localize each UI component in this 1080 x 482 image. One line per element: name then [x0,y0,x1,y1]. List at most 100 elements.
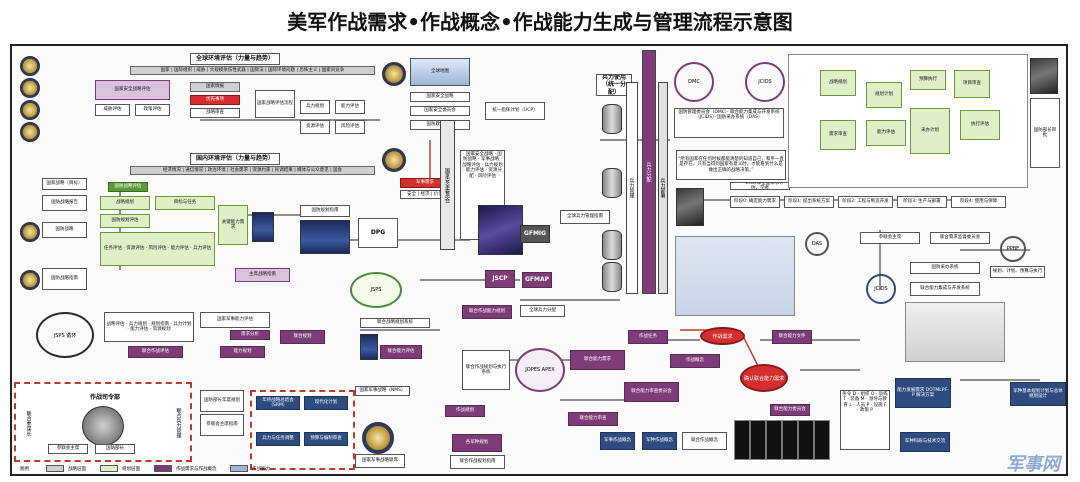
force-item-0: 兵力管理 [626,82,638,294]
legend-title: 图例 [20,467,29,472]
dmc-notes: 国防管理委员会（DMC）· 联合能力集成与开发系统（JCIDS）· 国防采办系统… [674,108,784,138]
phase-1: 阶段1: 提出系统方案 [784,196,834,208]
quote-author: ——1989年全面军事评估，学者 [730,182,790,190]
left-item-1: 国防战略报告 [42,195,87,211]
nms-box: 国家军事战略（NMS） [355,386,410,396]
policy-box: 政策评估 [135,104,170,116]
pentagon-caption: 国家军事战略联席 [355,454,405,468]
jcids-ring-icon: JCIDS [745,62,785,102]
joint-cap-purple: 联合能力审查委员会 [624,382,679,402]
quote-box: “所有国家在任何时候都能清楚的知道自己，和平一直是存在，只有当得到国家有意义时，… [676,150,786,180]
dcr-purple: 联合能力文件 [772,330,812,344]
legend-strategy: 战略层面 [68,467,86,472]
ucp-box: 统一指挥计划（UCP） [485,102,545,120]
ops-planning-box: 联合作战规划与执行系统 [462,350,510,390]
apex-cycle-icon: JOPES APEX [515,348,565,392]
jsps-label: JSPS [370,287,382,293]
jcs-seal-icon [20,100,40,120]
flag-column: 国家安全委员会 [440,120,455,250]
review-box: 战略审查 [190,108,240,118]
secdef-label: 国防部长 [95,444,135,454]
army-seal-icon [20,122,40,142]
domestic-env-row: 经济情况 | 通信情况 | 政治环境 | 社会需求 | 资源约束 | 民调结果 … [130,166,375,175]
force-cylinder-2 [602,168,622,198]
joint-need-purple: 联合能力需求 [570,350,625,370]
film-strip-image [734,420,830,460]
doctrine-box: 军种科研与技术交流 [900,432,950,452]
jscp-box: JSCP [485,270,515,288]
phase-3: 阶段3: 生产与部署 [897,196,947,208]
command-label: 作战司令部 [80,392,130,404]
force-cylinder-3 [602,230,622,260]
ops-notes-box-2: 参联会主席指南 [200,414,244,436]
rt-green-c: 预算执行 [910,70,946,90]
dotmlpf-box: 能力发展需求 DOTMLPF-P 解决方案 [895,378,951,408]
global-env-title: 全球环境评估（力量与趋势） [190,53,280,65]
planning-box: 军种基本规划计划与总体规划设计 [1010,382,1066,406]
nms-purple-box: 联合能力评估 [380,345,422,359]
jopes-apex-label: JOPES APEX [525,367,555,373]
domestic-env-title: 国内环境评估（力量与趋势） [190,153,280,165]
pentagon-image-icon [362,422,394,454]
process-box-a: 国家战略评估流程 [255,90,295,118]
left-green-4: 任务评估 · 资源评估 · 风险评估 · 能力评估 · 兵力评估 [100,232,215,266]
acq-dev-box: 联合能力集成与开发系统 [910,282,980,296]
world-map-image: 全球地图 [410,58,470,86]
legend-swatch-ops [154,465,172,472]
left-item-2: 国防战略 [42,222,87,238]
legend-ops: 作战需求与作战概念 [176,467,217,472]
force-cylinder-4 [602,262,622,292]
ops-need-purple: 作战任务 [628,330,668,344]
force-assess-box: 兵力与任务调整 [256,432,300,446]
intel-box: 国家情报 [190,82,240,92]
force-item-2: 兵力部署 [658,82,668,294]
joint-guide-box: 主席战略指南 [235,268,290,282]
ppbe-ring-icon: PPBE [1000,236,1026,262]
process-box-c: 能力评估 [335,100,365,114]
gfmap-box: GFMAP [522,272,552,288]
acq-table-panel [905,302,1005,362]
dpg-cover-image [300,220,350,254]
joint-council-box: 联合需求监督委员会 [930,232,990,244]
dmc-ring-icon: DMC [674,62,714,102]
ctp-box: 现代化计划 [304,396,348,410]
page-title: 美军作战需求•作战概念•作战能力生成与管理流程示意图 [287,10,793,34]
threat-box: 威胁评估 [95,104,130,116]
jcs-seal-icon-2 [20,270,40,290]
legend-planning: 规划层面 [122,467,140,472]
state-seal-icon [382,62,406,86]
gfm-guide-box: 全球兵力管理指南 [560,210,610,224]
phase-4: 阶段4: 使用与保障 [951,196,1006,208]
joint-force-label: 联合兵力管理 [175,408,182,438]
report-cover-image [252,212,274,242]
deploy-box: 全球兵力分配 [520,305,565,317]
congress-seal-icon [382,148,406,172]
force-purple-bar: 兵力分配 [642,50,656,294]
purple-box-c: 联合规划 [280,330,325,344]
left-green-1: 战略规划 [100,196,150,210]
jsps-guide-box: 国防规划指南 [300,205,350,217]
list-box-a: 战略评估 · 兵力规划 · 规划指南 · 兵力计划 · 能力评估 · 资源规划 [104,312,194,342]
joint-review-purple: 联合能力审查 [568,412,618,426]
left-green-0: 国防战略评估 [108,182,148,192]
dod-seal-icon [20,78,40,98]
ops-concept-purple: 作战概念 [670,354,720,368]
gfmig-box: GFMIG [520,225,550,243]
left-item-3: 国防战略指南 [42,268,87,290]
left-green-5: 关键能力需求 [218,205,248,245]
nms-cover-image [360,334,378,360]
chairman-label: 参联会主席 [48,444,88,454]
jsps-cycle-icon: JSPS [350,272,402,308]
left-green-2: 目标与任务 [155,196,215,210]
portrait-photo-2 [1030,58,1058,94]
jcids-ring-icon-2: JCIDS [866,274,896,304]
ops-need-ellipse: 作战需求 [700,327,745,345]
acq-box: 国防采办系统 [910,262,980,274]
us-seal-icon [20,56,40,76]
process-box-e: 风险评估 [335,120,365,134]
process-box-d: 资源评估 [300,120,330,134]
global-env-row: 国家 | 国际组织 | 威胁 | 大规模杀伤性武器 | 国际法 | 国际环境问题… [130,66,375,75]
legend-swatch-planning [100,465,118,472]
portrait-photo [676,188,704,226]
joint-staff-box: 参联会主席 [860,232,920,244]
